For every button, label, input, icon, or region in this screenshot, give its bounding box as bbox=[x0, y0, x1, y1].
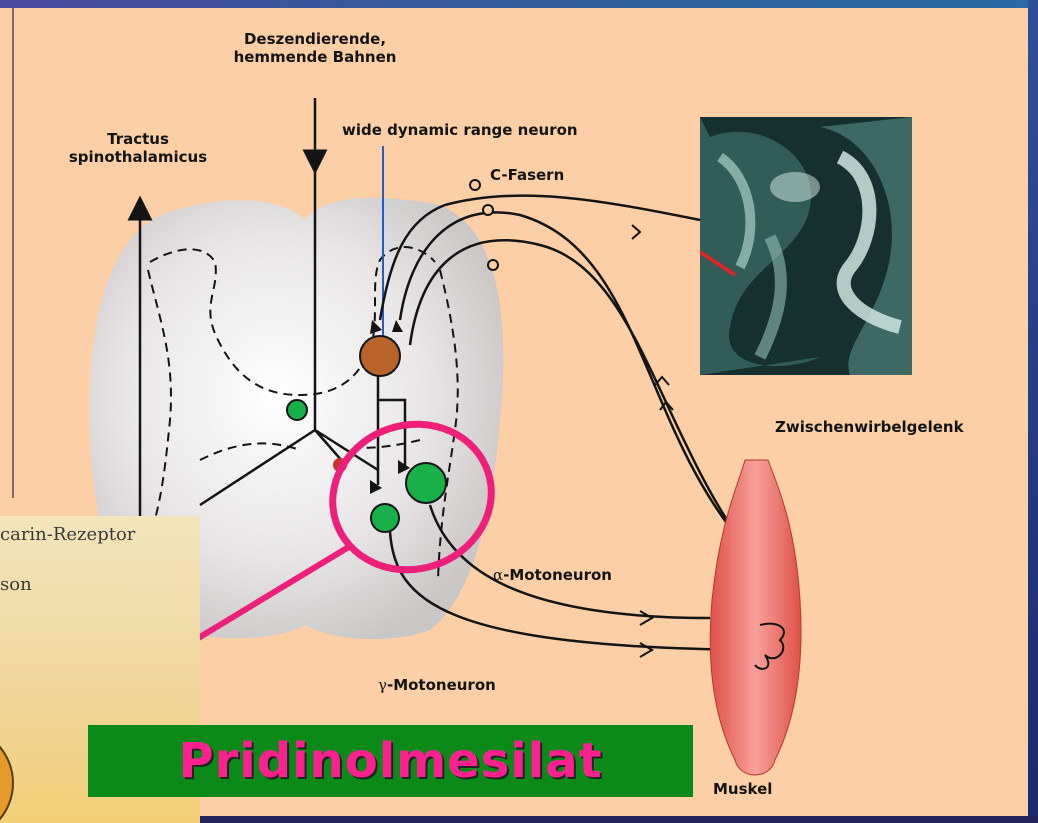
drug-name-box: Pridinolmesilat bbox=[88, 725, 693, 797]
inset-line-1: carin-Rezeptor bbox=[0, 524, 135, 545]
alpha-motoneuron-cell bbox=[406, 463, 446, 503]
muscle-label: Muskel bbox=[713, 780, 772, 798]
facet-joint-label: Zwischenwirbelgelenk bbox=[775, 418, 964, 436]
ganglion-3 bbox=[488, 260, 498, 270]
alpha-motoneuron-label: α-Motoneuron bbox=[493, 566, 612, 584]
gamma-motoneuron-cell bbox=[371, 504, 399, 532]
muscle bbox=[710, 460, 801, 775]
interneuron bbox=[287, 400, 307, 420]
descending-pathways-label: Deszendierende, hemmende Bahnen bbox=[220, 30, 410, 66]
drug-name: Pridinolmesilat bbox=[178, 733, 602, 789]
ganglion-1 bbox=[470, 180, 480, 190]
ganglion-2 bbox=[483, 205, 493, 215]
c-fibers-label: C-Fasern bbox=[490, 166, 564, 184]
tractus-label: Tractus spinothalamicus bbox=[48, 130, 228, 166]
gamma-motoneuron-label: γ-Motoneuron bbox=[378, 676, 496, 694]
wdr-neuron-label: wide dynamic range neuron bbox=[342, 121, 578, 139]
wdr-neuron bbox=[360, 336, 400, 376]
inset-line-2: son bbox=[0, 574, 32, 595]
inset-circle bbox=[0, 726, 14, 823]
